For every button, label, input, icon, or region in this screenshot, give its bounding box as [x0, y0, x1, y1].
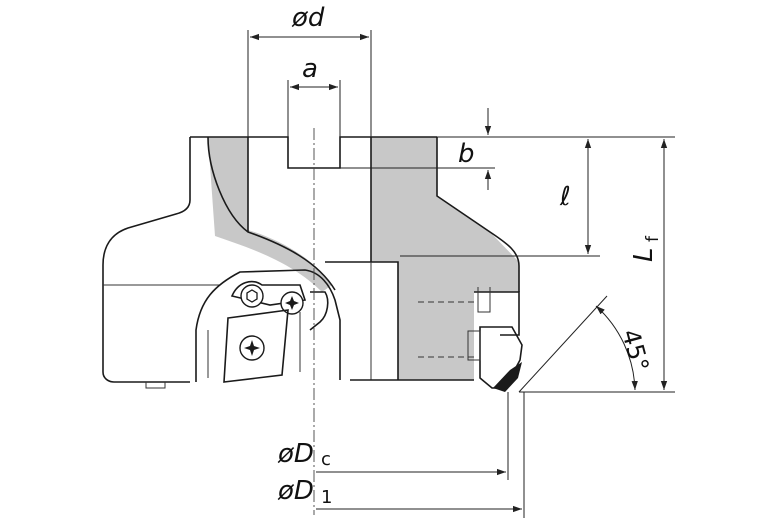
right-insert	[418, 301, 523, 392]
label-max-diameter: øD	[277, 476, 314, 506]
label-functional-length: L	[629, 248, 659, 263]
dimension-functional-length: L f	[519, 136, 675, 393]
label-bore-diameter: ød	[291, 3, 325, 33]
label-functional-length-sub: f	[643, 235, 663, 242]
dimension-bore-length: ℓ	[400, 136, 600, 257]
label-keyway-width: a	[302, 54, 318, 84]
left-insert-assembly	[195, 269, 341, 383]
label-cutting-diameter: øD	[277, 439, 314, 469]
label-keyway-depth: b	[458, 139, 475, 169]
dimension-bore-diameter: ød	[247, 3, 372, 137]
dimension-cutting-diameter: øD c	[277, 392, 509, 480]
section-hatch	[208, 137, 519, 380]
cutter-body-outline	[102, 136, 520, 389]
dimension-keyway-width: a	[287, 54, 341, 137]
label-lead-angle: 45°	[616, 326, 654, 374]
label-cutting-diameter-sub: c	[321, 449, 331, 470]
dimension-lead-angle: 45°	[518, 295, 654, 393]
label-max-diameter-sub: 1	[321, 487, 332, 508]
dimension-keyway-depth: b	[340, 108, 495, 190]
dimension-max-diameter: øD 1	[277, 392, 525, 518]
label-bore-length: ℓ	[559, 182, 571, 212]
